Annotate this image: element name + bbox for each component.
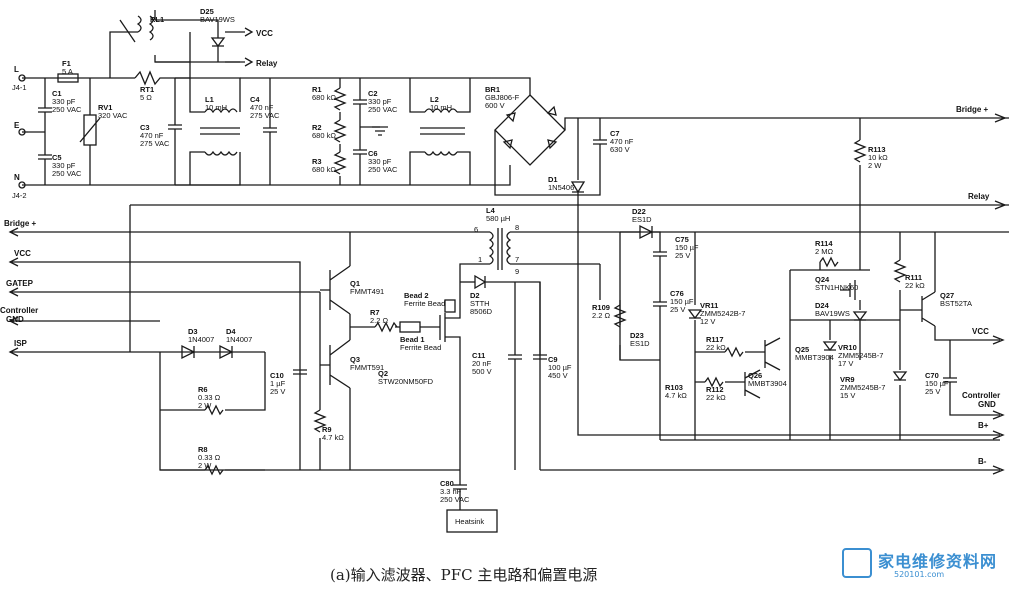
watermark-icon <box>842 548 872 578</box>
pin-8: 8 <box>515 223 519 232</box>
net-vcc-right: VCC <box>972 327 989 336</box>
pin-1: 1 <box>478 255 482 264</box>
net-n: N <box>14 173 20 182</box>
net-isp: ISP <box>14 339 28 348</box>
pin-7: 7 <box>515 255 519 264</box>
net-vcc-left: VCC <box>14 249 31 258</box>
net-labels: L J4-1 E N J4-2 VCC Relay Bridge + Relay… <box>0 29 1000 466</box>
bias-supply <box>599 224 1000 441</box>
net-j41: J4-1 <box>12 83 27 92</box>
net-l: L <box>14 65 19 74</box>
net-arrows <box>8 27 1007 475</box>
net-gatep: GATEP <box>6 279 34 288</box>
net-bridge-plus-left: Bridge + <box>4 219 37 228</box>
pin-labels: 6 8 1 7 9 <box>474 223 519 276</box>
input-filter <box>18 10 1009 436</box>
net-bridge-plus-right: Bridge + <box>956 105 989 114</box>
watermark-text: 家电维修资料网 <box>878 552 998 571</box>
net-relay-top: Relay <box>256 59 278 68</box>
watermark-logo: 家电维修资料网 520101.com <box>842 548 1002 582</box>
pfc-stage <box>10 228 1009 533</box>
net-b-minus: B- <box>978 457 987 466</box>
figure-caption: (a)输入滤波器、PFC 主电路和偏置电源 <box>330 566 598 584</box>
net-b-plus: B+ <box>978 421 989 430</box>
pin-9: 9 <box>515 267 519 276</box>
net-j42: J4-2 <box>12 191 27 200</box>
net-e: E <box>14 121 20 130</box>
heatsink-label: Heatsink <box>455 517 484 526</box>
watermark-url: 520101.com <box>894 570 945 579</box>
net-relay-right: Relay <box>968 192 990 201</box>
net-vcc-top: VCC <box>256 29 273 38</box>
pin-6: 6 <box>474 225 478 234</box>
label-rl1: RL1 <box>150 15 164 24</box>
